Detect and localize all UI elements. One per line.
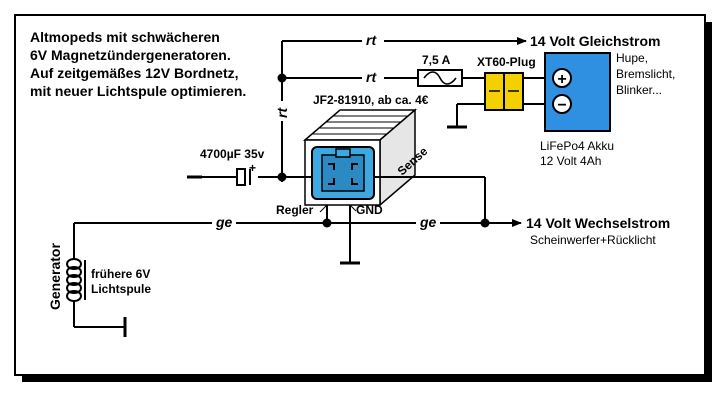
- battery-minus-symbol: −: [557, 97, 566, 114]
- intro-line-1: Altmopeds mit schwächeren: [30, 29, 220, 45]
- battery-label-2: 12 Volt 4Ah: [540, 154, 601, 168]
- battery: + −: [544, 52, 611, 132]
- regulator-title: JF2-81910, ab ca. 4€: [313, 93, 429, 107]
- battery-minus-terminal: [552, 94, 572, 114]
- ge-label-right: ge: [419, 214, 437, 230]
- gnd-label: GND: [356, 203, 383, 217]
- dc-load-3: Blinker...: [616, 83, 662, 97]
- ac-output-title: 14 Volt Wechselstrom: [526, 215, 670, 231]
- ge-label-bg-left: [212, 215, 236, 230]
- generator-label: Generator: [47, 243, 63, 310]
- capacitor: [187, 168, 251, 186]
- battery-plus-terminal: [552, 68, 572, 88]
- fuse-label: 7,5 A: [422, 53, 451, 67]
- ge-label-bg-right: [416, 215, 440, 230]
- dc-output-title: 14 Volt Gleichstrom: [530, 33, 660, 49]
- battery-plus-symbol: +: [557, 71, 566, 88]
- dc-load-2: Bremslicht,: [616, 67, 675, 81]
- rt-label-bg-vertical: [274, 101, 289, 121]
- intro-line-2: 6V Magnetzündergeneratoren.: [30, 47, 231, 63]
- regulator-pins: [328, 163, 358, 185]
- xt60-plug: [484, 72, 524, 111]
- plug-label: XT60-Plug: [477, 55, 536, 69]
- intro-line-4: mit neuer Lichtspule optimieren.: [30, 83, 246, 99]
- intro-line-3: Auf zeitgemäßes 12V Bordnetz,: [30, 65, 239, 81]
- rt-label-vertical: rt: [274, 107, 290, 118]
- regulator-fins: [312, 115, 408, 135]
- rt-label-top: rt: [366, 32, 377, 48]
- ge-label-left: ge: [215, 214, 233, 230]
- regler-label: Regler: [276, 203, 314, 217]
- junction-dot-fuse-branch: [277, 73, 287, 83]
- regulator-block: [302, 108, 418, 207]
- rt-label-bg-mid: [362, 70, 384, 85]
- coil-label-1: frühere 6V: [91, 267, 150, 281]
- capacitor-label: 4700µF 35v: [200, 147, 265, 161]
- ac-output-loads: Scheinwerfer+Rücklicht: [530, 233, 656, 247]
- regulator-wires: [258, 176, 486, 265]
- rt-label-mid: rt: [366, 69, 377, 85]
- dc-load-1: Hupe,: [616, 51, 648, 65]
- generator-coil: [66, 258, 86, 302]
- ge-wires: [73, 219, 522, 337]
- rt-label-bg-top: [362, 33, 384, 48]
- coil-label-2: Lichtspule: [91, 282, 151, 296]
- capacitor-plus: +: [249, 161, 256, 175]
- battery-label-1: LiFePo4 Akku: [540, 139, 614, 153]
- fuse-symbol: [417, 69, 463, 87]
